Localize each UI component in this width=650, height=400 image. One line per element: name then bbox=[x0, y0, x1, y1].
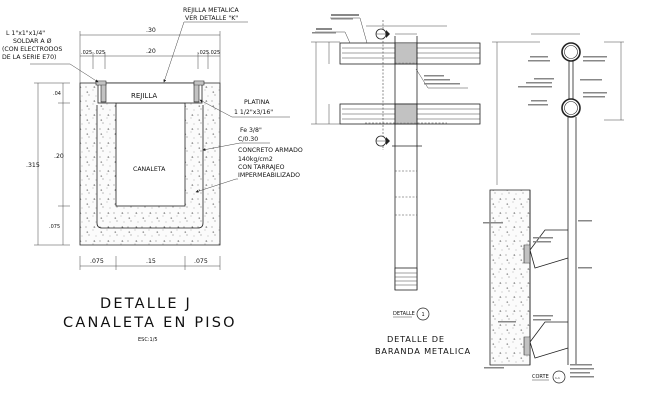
svg-text:1-1: 1-1 bbox=[555, 376, 560, 380]
baranda-elevation: DETALLE 1 DETALLE DE BARANDA METALICA bbox=[311, 14, 481, 356]
angle-right-flange bbox=[193, 80, 205, 86]
section-marker-top bbox=[375, 28, 390, 40]
svg-text:DE LA SERIE E70): DE LA SERIE E70) bbox=[2, 54, 56, 61]
bottom-rail bbox=[339, 103, 481, 125]
post bbox=[382, 20, 418, 291]
svg-text:.025: .025 bbox=[198, 50, 209, 56]
svg-text:.315: .315 bbox=[26, 162, 40, 169]
svg-text:Fe 3/8": Fe 3/8" bbox=[240, 127, 262, 134]
svg-text:.20: .20 bbox=[146, 48, 156, 55]
svg-text:.20: .20 bbox=[54, 153, 64, 160]
angle-left-hatch bbox=[100, 83, 107, 103]
svg-text:C/0.30: C/0.30 bbox=[238, 136, 258, 143]
svg-text:IMPERMEABILIZADO: IMPERMEABILIZADO bbox=[238, 172, 300, 179]
bottom-dimensions: .075 .15 .075 bbox=[79, 256, 221, 270]
angle-left-flange bbox=[95, 80, 107, 86]
svg-text:REJILLA METALICA: REJILLA METALICA bbox=[183, 7, 239, 14]
rejilla-metalica-callout: REJILLA METALICA VER DETALLE "K" bbox=[164, 7, 248, 82]
canaleta-void bbox=[115, 102, 186, 207]
detalle-j-subtitle: CANALETA EN PISO bbox=[63, 315, 237, 331]
detalle-1-tag: DETALLE 1 bbox=[393, 307, 430, 321]
rejilla-grating bbox=[97, 82, 203, 104]
corte-tag: CORTE 1-1 bbox=[532, 370, 566, 384]
baranda-title: DETALLE DE bbox=[387, 334, 445, 344]
svg-text:CON TARRAJEO: CON TARRAJEO bbox=[238, 164, 285, 171]
detalle-j-scale: ESC:1/5 bbox=[138, 337, 158, 343]
svg-text:140kg/cm2: 140kg/cm2 bbox=[238, 156, 273, 163]
svg-text:L 1"x1"x1/4": L 1"x1"x1/4" bbox=[6, 30, 45, 37]
platina-callout: PLATINA 1 1/2"x3/16" bbox=[199, 99, 290, 118]
canaleta-label: CANALETA bbox=[133, 166, 166, 173]
svg-text:PLATINA: PLATINA bbox=[244, 99, 270, 106]
left-dimensions: .315 .04 .20 .075 bbox=[26, 82, 70, 246]
svg-text:(CON ELECTRODOS: (CON ELECTRODOS bbox=[2, 46, 62, 53]
svg-text:1 1/2"x3/16": 1 1/2"x3/16" bbox=[234, 109, 273, 116]
detalle-j-title: DETALLE J bbox=[100, 296, 192, 312]
rejilla-label: REJILLA bbox=[131, 92, 157, 100]
svg-text:.075: .075 bbox=[49, 224, 60, 230]
detalle-j-section: REJILLA CANALETA .30 .025 .025 .20 .025 … bbox=[2, 7, 303, 343]
svg-text:.15: .15 bbox=[146, 258, 156, 265]
svg-text:CORTE: CORTE bbox=[532, 374, 549, 380]
top-rail bbox=[339, 42, 481, 65]
concrete-callout: CONCRETO ARMADO 140kg/cm2 CON TARRAJEO I… bbox=[195, 147, 303, 193]
svg-text:.30: .30 bbox=[146, 27, 156, 34]
svg-text:DETALLE: DETALLE bbox=[393, 311, 415, 317]
svg-text:.075: .075 bbox=[90, 258, 104, 265]
svg-text:.04: .04 bbox=[53, 91, 61, 97]
rebar-callout: Fe 3/8" C/0.30 bbox=[202, 127, 270, 152]
top-dimensions: .30 .025 .025 .20 .025 .025 bbox=[79, 27, 221, 83]
svg-text:1: 1 bbox=[422, 312, 425, 318]
rebar-u-outline bbox=[96, 105, 204, 229]
baranda-micro-annotations bbox=[312, 14, 468, 89]
corte-1-1-section: CORTE 1-1 bbox=[483, 33, 624, 384]
svg-text:.075: .075 bbox=[194, 258, 208, 265]
angle-callout: L 1"x1"x1/4" SOLDAR A Ø (CON ELECTRODOS … bbox=[2, 30, 99, 83]
angle-right-hatch bbox=[193, 83, 200, 103]
svg-text:.025: .025 bbox=[94, 50, 105, 56]
baranda-subtitle: BARANDA METALICA bbox=[375, 346, 471, 356]
svg-text:VER DETALLE "K": VER DETALLE "K" bbox=[185, 15, 238, 22]
svg-text:CONCRETO ARMADO: CONCRETO ARMADO bbox=[238, 147, 303, 154]
svg-text:SOLDAR A Ø: SOLDAR A Ø bbox=[13, 37, 52, 45]
section-marker-bottom bbox=[375, 135, 422, 147]
corte-micro-annotations bbox=[483, 56, 607, 378]
baranda-dimensions bbox=[311, 25, 447, 125]
svg-text:.025: .025 bbox=[209, 50, 220, 56]
svg-text:.025: .025 bbox=[81, 50, 92, 56]
